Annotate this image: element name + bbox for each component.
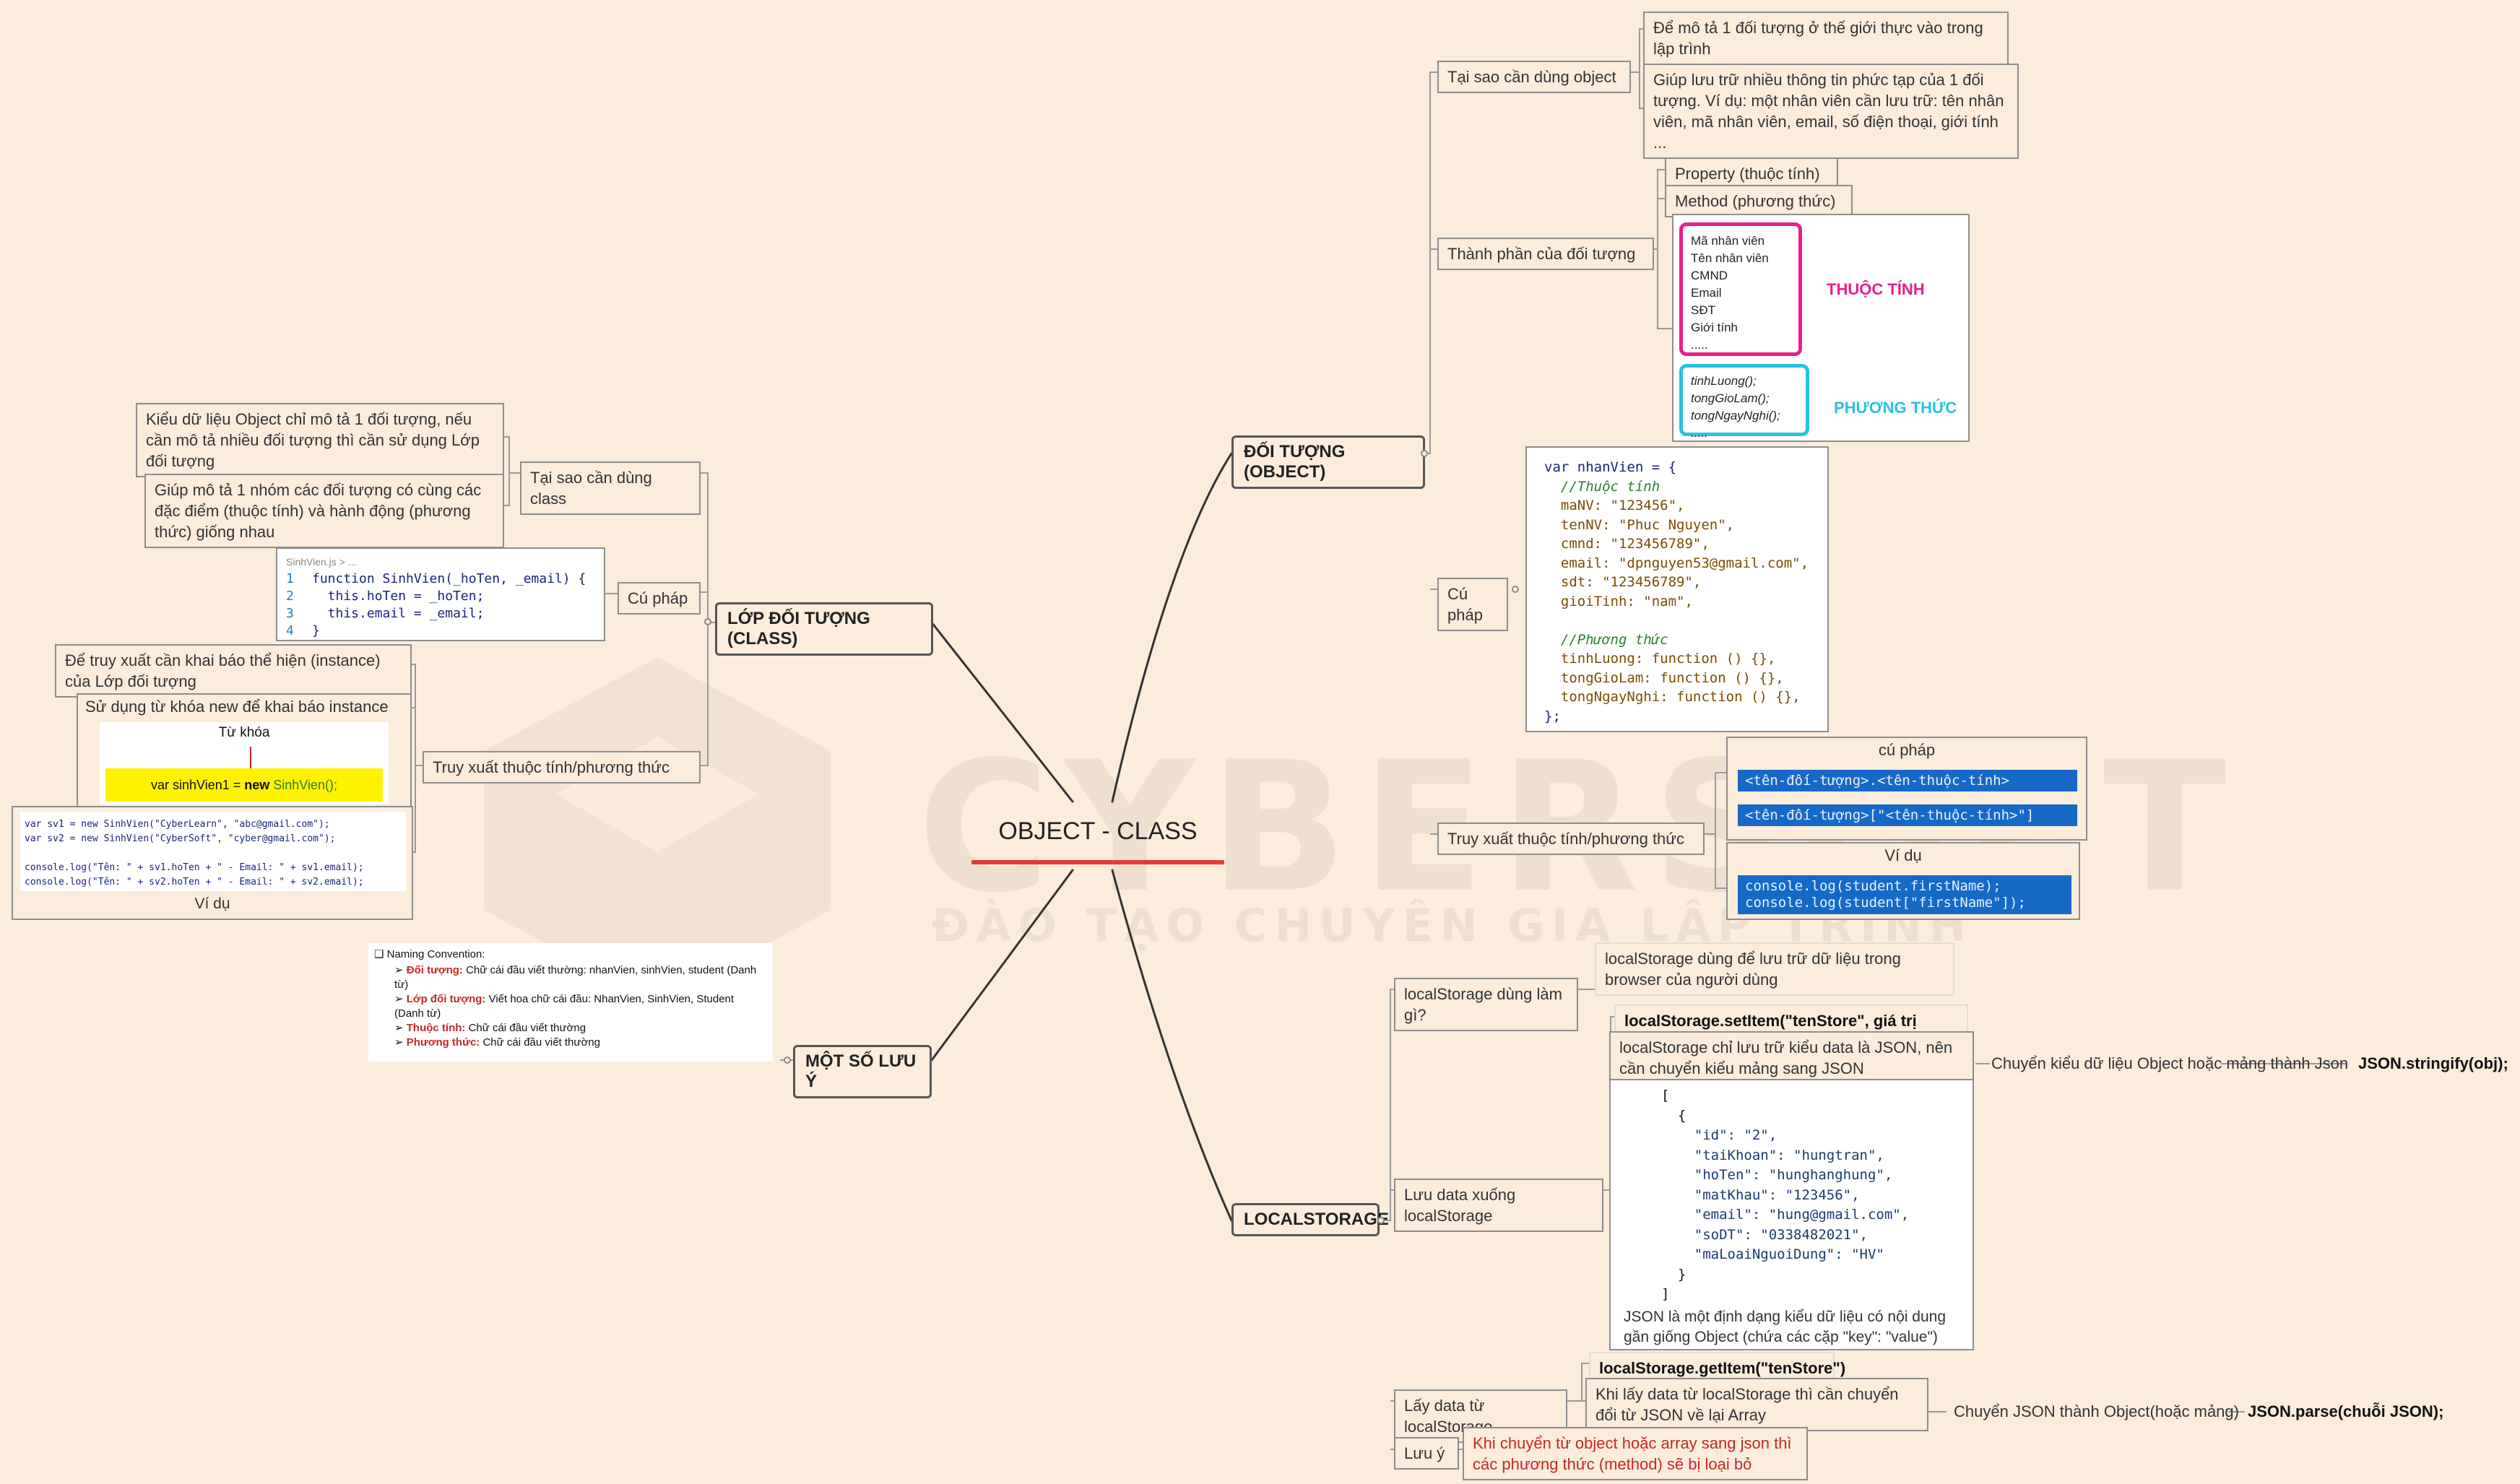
props-title: THUỘC TÍNH [1827, 280, 1925, 298]
localstorage-topic[interactable]: LOCALSTORAGE [1231, 1203, 1389, 1236]
access-syntax-line-1: <tên-đối-tượng>.<tên-thuộc-tính> [1738, 770, 2077, 791]
code-line: } [312, 623, 320, 638]
class-access-note-1: Để truy xuất cần khai báo thể hiện (inst… [55, 644, 412, 698]
object-components-image: Mã nhân viên Tên nhân viên CMND Email SĐ… [1672, 214, 1970, 442]
access-example-code: console.log(student.firstName);console.l… [1738, 875, 2071, 914]
class-syntax-label[interactable]: Cú pháp [618, 582, 701, 615]
code-line: //Phương thức [1544, 631, 1668, 648]
code-line: email: "dpnguyen53@gmail.com", [1544, 555, 1809, 571]
object-why-reason-1: Để mô tả 1 đối tượng ở thế giới thực vào… [1643, 12, 2009, 65]
code-line: maNV: "123456", [1544, 498, 1685, 513]
object-access-label[interactable]: Truy xuất thuộc tính/phương thức [1437, 823, 1705, 855]
code-line: gioiTinh: "nam", [1544, 593, 1693, 609]
ls-what-label[interactable]: localStorage dùng làm gì? [1394, 978, 1578, 1031]
ls-json-note: JSON là một định dạng kiểu dữ liệu có nộ… [1624, 1309, 1946, 1345]
ls-caution-label[interactable]: Lưu ý [1394, 1437, 1459, 1470]
ls-what-text: localStorage dùng để lưu trữ dữ liệu tro… [1595, 942, 1954, 996]
object-access-example-box: Ví dụ console.log(student.firstName);con… [1726, 842, 2080, 920]
code-line: var nhanVien = { [1544, 459, 1677, 475]
example-label: Ví dụ [194, 895, 230, 912]
object-components-label[interactable]: Thành phần của đối tượng [1437, 238, 1654, 270]
code-line: this.email = _email; [312, 606, 485, 621]
methods-bracket [1679, 364, 1809, 436]
object-why-label[interactable]: Tại sao cần dùng object [1437, 61, 1631, 93]
code-line: tongGioLam: function () {}, [1544, 669, 1784, 686]
ls-convert-label: Chuyển kiểu dữ liệu Object hoặc mảng thà… [1991, 1054, 2349, 1072]
class-why-reason-1: Kiểu dữ liệu Object chỉ mô tả 1 đối tượn… [136, 403, 504, 477]
object-syntax-label[interactable]: Cú pháp [1437, 578, 1508, 631]
object-syntax-code: var nhanVien = { //Thuộc tính maNV: "123… [1525, 446, 1829, 732]
object-topic[interactable]: ĐỐI TƯỢNG (OBJECT) [1231, 435, 1425, 489]
ls-get-note: Khi lấy data từ localStorage thì cần chu… [1585, 1378, 1928, 1431]
object-syntax-connector [1512, 586, 1519, 593]
code-line: console.log("Tên: " + sv1.hoTen + " - Em… [25, 862, 364, 873]
code-line: tenNV: "Phuc Nguyen", [1544, 516, 1735, 533]
notes-topic-connector [784, 1056, 791, 1064]
ls-save-note: localStorage chỉ lưu trữ kiểu data là JS… [1609, 1031, 1974, 1085]
props-list: Mã nhân viên Tên nhân viên CMND Email SĐ… [1691, 234, 1769, 352]
class-topic-connector [704, 618, 711, 625]
code-line: sdt: "123456789", [1544, 574, 1702, 590]
root-title: OBJECT - CLASS [998, 817, 1198, 845]
ls-save-label[interactable]: Lưu data xuống localStorage [1394, 1179, 1603, 1232]
class-access-label[interactable]: Truy xuất thuộc tính/phương thức [423, 751, 701, 784]
code-line [25, 846, 402, 861]
keyword-code: var sinhVien1 = new SinhVien(); [105, 768, 383, 802]
object-why-reason-2: Giúp lưu trữ nhiều thông tin phức tạp củ… [1643, 64, 2019, 159]
code-line: tongNgayNghi: function () {}, [1544, 689, 1801, 705]
class-access-note-2: Sử dụng từ khóa new để khai báo instance… [77, 693, 412, 807]
object-topic-connector [1421, 450, 1428, 457]
props-bracket [1679, 222, 1802, 356]
object-property-item[interactable]: Property (thuộc tính) [1665, 157, 1838, 190]
methods-title: PHƯƠNG THỨC [1834, 399, 1957, 417]
class-access-example: var sv1 = new SinhVien("CyberLearn", "ab… [12, 806, 413, 920]
access-syntax-title: cú pháp [1878, 741, 1936, 759]
ls-stringify: JSON.stringify(obj); [2358, 1054, 2508, 1072]
code-line: function SinhVien(_hoTen, _email) { [312, 571, 586, 586]
code-line: //Thuộc tính [1544, 478, 1660, 495]
class-topic[interactable]: LỚP ĐỐI TƯỢNG (CLASS) [715, 602, 933, 656]
code-line: }; [1544, 708, 1561, 724]
class-why-label[interactable]: Tại sao cần dùng class [520, 461, 701, 515]
keyword-image: Từ khóa var sinhVien1 = new SinhVien(); [100, 722, 389, 804]
notes-topic[interactable]: MỘT SỐ LƯU Ý [793, 1045, 932, 1098]
root-underline [971, 860, 1224, 864]
ls-json-sample: [ { "id": "2", "taiKhoan": "hungtran", "… [1609, 1079, 1974, 1350]
code-line: var sv2 = new SinhVien("CyberSoft", "cyb… [25, 833, 336, 844]
ls-caution-text: Khi chuyển từ object hoặc array sang jso… [1463, 1427, 1808, 1480]
naming-convention-image: ❑ Naming Convention: ➢ Đối tượng: Chữ cá… [368, 943, 773, 1062]
code-line: console.log("Tên: " + sv2.hoTen + " - Em… [25, 877, 364, 888]
code-line: var sv1 = new SinhVien("CyberLearn", "ab… [25, 819, 330, 830]
code-line: cmnd: "123456789", [1544, 536, 1710, 552]
access-syntax-line-2: <tên-đối-tượng>["<tên-thuộc-tính>"] [1738, 804, 2077, 826]
localstorage-topic-connector [1377, 1217, 1385, 1224]
code-line: tinhLuong: function () {}, [1544, 651, 1776, 667]
root-topic[interactable]: OBJECT - CLASS [971, 817, 1224, 864]
access-example-title: Ví dụ [1884, 846, 1922, 864]
methods-list: tinhLuong(); tongGioLam(); tongNgayNghi(… [1691, 374, 1780, 440]
object-method-item[interactable]: Method (phương thức) [1665, 185, 1853, 217]
code-file: SinhVien.js > ... [286, 556, 357, 568]
code-line: this.hoTen = _hoTen; [312, 589, 485, 604]
ls-get-convert-label: Chuyển JSON thành Object(hoặc mảng) [1954, 1402, 2239, 1420]
object-access-syntax-box: cú pháp <tên-đối-tượng>.<tên-thuộc-tính>… [1726, 737, 2087, 841]
ls-parse: JSON.parse(chuỗi JSON); [2248, 1402, 2444, 1420]
class-why-reason-2: Giúp mô tả 1 nhóm các đối tượng có cùng … [144, 474, 504, 548]
